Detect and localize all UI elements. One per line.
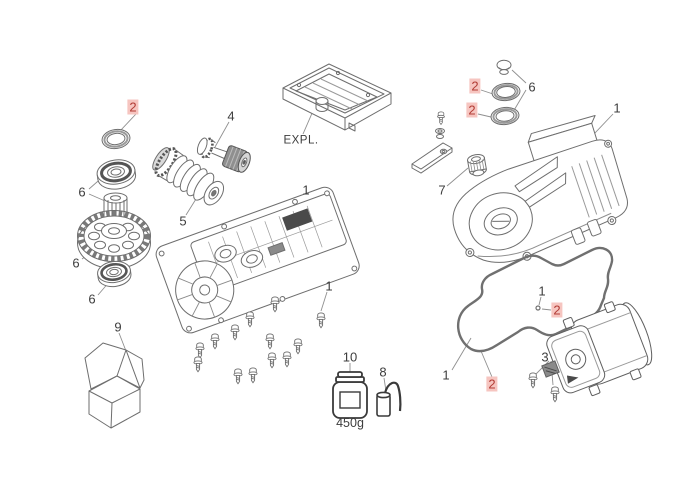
cover-cap-drawing: [496, 59, 512, 75]
gasket-drawing: [457, 246, 614, 353]
callout-2-cover-seal-lower[interactable]: 2: [466, 102, 478, 118]
gearbox-base-drawing: [155, 186, 360, 334]
callout-1-gasket[interactable]: 1: [442, 367, 450, 383]
callout-7-breather-plug[interactable]: 7: [438, 182, 446, 198]
callout-2-gasket-middle[interactable]: 2: [551, 302, 563, 318]
release-bracket-drawing: [411, 111, 453, 174]
pinion-gear-pair-drawing: [196, 137, 251, 173]
motor-drawing: [541, 301, 653, 397]
callout-3-motor[interactable]: 3: [541, 349, 549, 365]
callout-1-gasket-stud[interactable]: 1: [538, 283, 546, 299]
callout-1-gearbox-base[interactable]: 1: [302, 182, 310, 198]
callout-1-screw[interactable]: 1: [325, 278, 333, 294]
callout-8-capacitor[interactable]: 8: [379, 364, 387, 380]
packaging-box-drawing: [84, 342, 145, 429]
callout-10-grease-jar[interactable]: 10: [342, 349, 358, 365]
callout-expl-tray[interactable]: EXPL.: [283, 134, 319, 147]
callout-2-seal-ring[interactable]: 2: [127, 99, 139, 115]
foundation-tray-drawing: [282, 63, 392, 132]
capacitor-drawing: [376, 381, 402, 417]
cover-seal-lower-drawing: [490, 106, 520, 126]
breather-plug-drawing: [467, 154, 487, 177]
callout-1-gearbox-cover[interactable]: 1: [613, 100, 621, 116]
callout-5-worm-gear[interactable]: 5: [179, 213, 187, 229]
callout-4-pinion-pair[interactable]: 4: [227, 108, 235, 124]
motor-screws-drawing: [528, 372, 560, 403]
gearbox-cover-drawing: [452, 115, 628, 263]
upper-bearing-drawing: [96, 159, 137, 190]
callout-6-lower-bearing[interactable]: 6: [88, 291, 96, 307]
leader-lines: [81, 69, 614, 392]
callout-2-gasket-edge[interactable]: 2: [486, 376, 498, 392]
shaft-seal-ring-drawing: [101, 128, 131, 150]
grease-jar-drawing: [332, 371, 368, 419]
callout-2-cover-seal-upper[interactable]: 2: [469, 78, 481, 94]
cover-seal-upper-drawing: [491, 82, 521, 102]
callout-9-packaging-box[interactable]: 9: [114, 319, 122, 335]
callout-6-output-gear[interactable]: 6: [72, 255, 80, 271]
lower-bearing-drawing: [97, 260, 132, 288]
callout-6-upper-bearing[interactable]: 6: [78, 184, 86, 200]
worm-gear-drawing: [152, 147, 225, 206]
callout-6-cover-cap[interactable]: 6: [528, 79, 536, 95]
grease-jar-weight-label: 450g: [336, 415, 364, 430]
output-gear-drawing: [77, 210, 151, 269]
